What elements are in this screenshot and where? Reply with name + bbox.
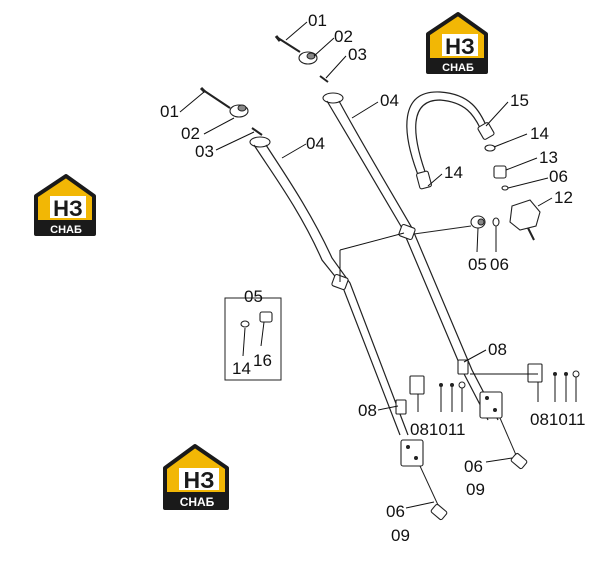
callout-06-right: 06 bbox=[549, 167, 568, 186]
callout-labels: 01 02 03 04 15 14 13 06 12 14 01 02 03 0… bbox=[160, 11, 585, 545]
callout-06-center: 06 bbox=[490, 255, 509, 274]
callout-09-bottom-right: 09 bbox=[466, 480, 485, 499]
watermark-logo-left-small: СНАБ bbox=[50, 224, 82, 236]
bolt-01-top bbox=[274, 35, 301, 53]
callout-081011-center: 081011 bbox=[410, 420, 465, 439]
callout-14-center: 14 bbox=[444, 163, 463, 182]
watermark-logo-bottom-big: НЗ bbox=[183, 467, 214, 493]
watermark-logo-top-big: НЗ bbox=[445, 34, 475, 59]
watermark-logo-bottom-small: СНАБ bbox=[180, 495, 215, 509]
oring-06-center bbox=[492, 217, 500, 227]
clamp-02-left bbox=[229, 104, 249, 118]
detail-box-05 bbox=[224, 297, 282, 381]
callout-12: 12 bbox=[554, 188, 573, 207]
callout-14-upper: 14 bbox=[530, 124, 549, 143]
bracket-08-right bbox=[527, 363, 580, 383]
callout-03-left: 03 bbox=[195, 142, 214, 161]
callout-05-box: 05 bbox=[244, 287, 263, 306]
right-tube-assembly bbox=[274, 35, 528, 470]
watermark-logo-left: НЗ СНАБ bbox=[34, 174, 96, 236]
watermark-logo-top-small: СНАБ bbox=[442, 62, 474, 74]
watermark-logo-top: НЗ СНАБ bbox=[426, 12, 488, 74]
callout-04-left: 04 bbox=[306, 134, 325, 153]
callout-08-left: 08 bbox=[358, 401, 377, 420]
callout-09-bottom-left: 09 bbox=[391, 526, 410, 545]
oring-06-right bbox=[501, 185, 509, 191]
bracket-08-tube bbox=[395, 359, 469, 415]
callout-16-box: 16 bbox=[253, 351, 272, 370]
left-tube-assembly bbox=[199, 86, 448, 521]
clamp-02-top bbox=[298, 51, 318, 65]
washer-03-top bbox=[319, 75, 329, 83]
callout-13: 13 bbox=[539, 148, 558, 167]
callout-15: 15 bbox=[510, 91, 529, 110]
leader-lines bbox=[179, 21, 577, 509]
tube-04-left bbox=[249, 136, 448, 521]
watermark-logo-bottom: НЗ СНАБ bbox=[163, 444, 229, 510]
callout-03-top: 03 bbox=[348, 45, 367, 64]
callout-06-bottom-right: 06 bbox=[464, 457, 483, 476]
callout-02-left: 02 bbox=[181, 124, 200, 143]
washer-03-left bbox=[251, 127, 263, 136]
fitting-14-right bbox=[484, 144, 496, 152]
valve-12 bbox=[509, 199, 541, 241]
hose-15 bbox=[406, 91, 495, 190]
callout-04-mid: 04 bbox=[380, 91, 399, 110]
callout-05-center: 05 bbox=[468, 255, 487, 274]
tube-04-right bbox=[322, 92, 528, 470]
bracket-08-center bbox=[409, 375, 466, 395]
callout-08-right: 08 bbox=[488, 340, 507, 359]
callout-02-top: 02 bbox=[334, 27, 353, 46]
fitting-05-center bbox=[413, 215, 486, 235]
watermark-logo-left-big: НЗ bbox=[53, 196, 83, 221]
link-line-2 bbox=[339, 232, 405, 251]
callout-01-top: 01 bbox=[308, 11, 327, 30]
bolt-01-left bbox=[199, 86, 231, 109]
fitting-13 bbox=[493, 165, 507, 179]
callout-01-left: 01 bbox=[160, 102, 179, 121]
callout-081011-right: 081011 bbox=[530, 410, 585, 429]
callout-14-box: 14 bbox=[232, 359, 251, 378]
callout-06-bottom-left: 06 bbox=[386, 502, 405, 521]
